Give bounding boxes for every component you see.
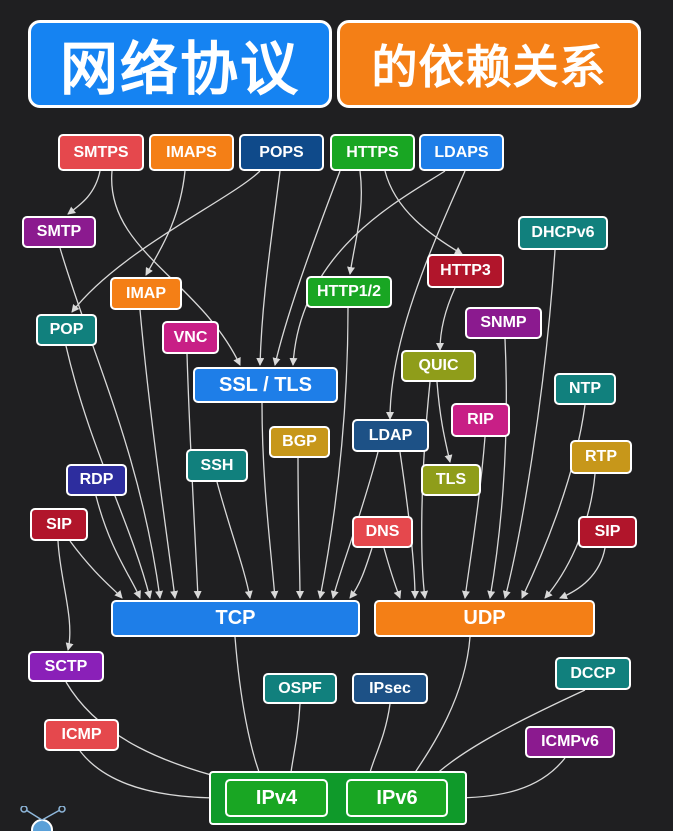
edge-ldaps-ssl [289,170,446,366]
node-sip-right: SIP [578,516,637,548]
node-dccp: DCCP [555,657,631,690]
edge-http3-quic [436,287,456,351]
node-ldaps: LDAPS [419,134,504,171]
edge-vnc-tcp [186,353,202,599]
edge-ospf-ipv4 [286,703,301,781]
edge-ipsec-ipv6 [365,703,391,781]
edge-snmp-udp [487,338,507,599]
node-quic: QUIC [401,350,476,382]
edge-smtps-ssl [111,170,241,366]
edge-imap-tcp [139,309,179,599]
edge-rip-udp [461,436,486,599]
node-dns: DNS [352,516,413,548]
node-rtp: RTP [570,440,632,474]
edge-https-http3 [384,170,463,255]
edge-ntp-udp [521,404,586,599]
edge-rdp-tcp [95,495,141,599]
node-bgp: BGP [269,426,330,458]
node-smtp: SMTP [22,216,96,248]
node-sctp: SCTP [28,651,104,682]
edge-dns-tcp [349,547,373,599]
edge-dccp-ipv6 [429,689,586,781]
edge-sipr-udp [559,547,606,600]
edge-https-http12 [347,170,363,275]
node-ipv4: IPv4 [225,779,328,817]
edge-icmp-ipv4 [79,750,223,802]
node-imaps: IMAPS [149,134,234,171]
edge-dhcpv6-udp [502,249,556,599]
node-rip: RIP [451,403,510,437]
edge-ldaps-ldap [386,170,466,420]
edge-ssh-tcp [216,481,253,599]
edge-https-ssl [272,170,341,366]
edge-bgp-tcp [295,457,304,599]
node-http3: HTTP3 [427,254,504,288]
node-snmp: SNMP [465,307,542,339]
title-left: 网络协议 [28,20,332,108]
title-right: 的依赖关系 [337,20,641,108]
edge-sctp-ipv4 [65,681,231,783]
edge-smtp-tcp [59,247,164,599]
edge-ldap-tcp [330,451,379,599]
edge-smtps-smtp [67,170,101,215]
edge-ssl-tcp [261,402,279,599]
edge-quic-udp [420,381,431,599]
node-icmpv6: ICMPv6 [525,726,615,758]
node-udp: UDP [374,600,595,637]
node-icmp: ICMP [44,719,119,751]
edge-dns-udp [383,547,402,599]
node-ldap: LDAP [352,419,429,452]
node-https: HTTPS [330,134,415,171]
edge-pops-pop [71,170,261,313]
node-ssl-tls: SSL / TLS [193,367,338,403]
node-rdp: RDP [66,464,127,496]
edge-quic-tls [436,381,453,463]
node-http12: HTTP1/2 [306,276,392,308]
node-vnc: VNC [162,321,219,354]
node-tls: TLS [421,464,481,496]
node-ospf: OSPF [263,673,337,704]
node-ipsec: IPsec [352,673,428,704]
edge-icmpv6-ipv6 [451,757,566,802]
edge-http12-tcp [317,307,349,599]
node-pops: POPS [239,134,324,171]
node-pop: POP [36,314,97,346]
node-smtps: SMTPS [58,134,144,171]
node-dhcpv6: DHCPv6 [518,216,608,250]
node-ssh: SSH [186,449,248,482]
network-logo-icon [20,806,66,831]
edge-pops-ssl [256,170,281,366]
edge-tcp-ipv4 [234,636,264,781]
node-ipv6: IPv6 [346,779,448,817]
node-imap: IMAP [110,277,182,310]
edge-sipl-sctp [57,540,74,651]
edge-rtp-udp [544,473,596,599]
node-tcp: TCP [111,600,360,637]
node-sip-left: SIP [30,508,88,541]
edge-udp-ipv6 [409,636,471,781]
node-ntp: NTP [554,373,616,405]
edge-sipl-tcp [69,540,123,599]
